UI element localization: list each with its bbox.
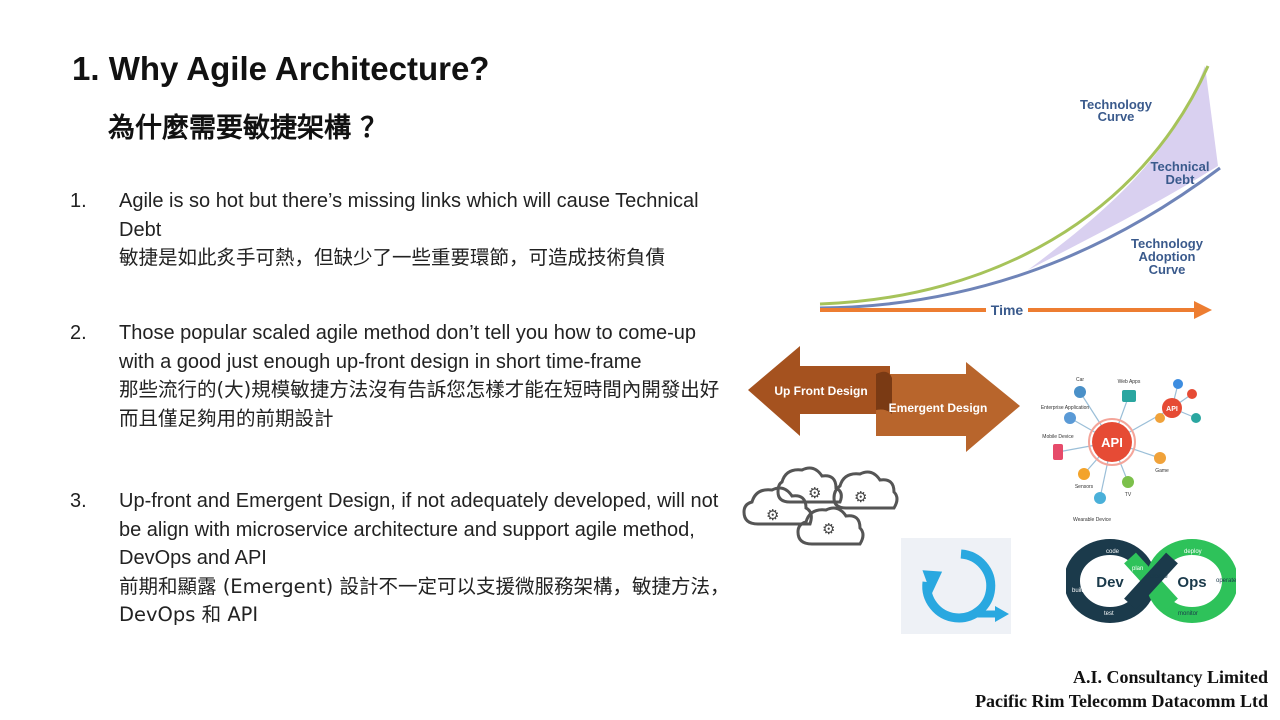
agile-cycle-icon bbox=[901, 538, 1011, 634]
item-chinese: 那些流行的(大)規模敏捷方法沒有告訴您怎樣才能在短時間內開發出好而且僅足夠用的前… bbox=[119, 378, 720, 430]
api-node-label: Sensors bbox=[1075, 484, 1094, 490]
devops-word: release bbox=[1148, 574, 1168, 580]
emergent-arrow bbox=[876, 362, 1020, 452]
gear-icon: ⚙ bbox=[854, 489, 867, 506]
api-small-label: API bbox=[1166, 406, 1178, 413]
devops-word: operate bbox=[1216, 578, 1236, 584]
devops-word: test bbox=[1104, 611, 1114, 617]
api-node-label: TV bbox=[1125, 492, 1132, 498]
tech-curve-label: Curve bbox=[1098, 109, 1135, 124]
api-node-label: Mobile Device bbox=[1042, 434, 1074, 440]
tech-curve-label: Technology bbox=[1080, 97, 1153, 112]
cloud-gears-graphic: ⚙ ⚙ ⚙ ⚙ bbox=[742, 466, 899, 546]
time-axis-arrowhead bbox=[1194, 301, 1212, 319]
item-chinese: 敏捷是如此炙手可熱，但缺少了一些重要環節，可造成技術負債 bbox=[119, 246, 666, 269]
adoption-label: Technology bbox=[1131, 236, 1204, 251]
api-node-label: Game bbox=[1155, 468, 1169, 474]
api-node-label: Enterprise Application bbox=[1041, 405, 1090, 411]
technology-curve-diagram: Time Technology Curve Technical Debt Tec… bbox=[819, 65, 1221, 319]
item-english: Those popular scaled agile method don’t … bbox=[119, 322, 697, 373]
cloud-icon bbox=[832, 470, 899, 510]
devops-word: code bbox=[1106, 549, 1120, 555]
api-center-label: API bbox=[1101, 435, 1123, 450]
emergent-label: Emergent Design bbox=[889, 401, 988, 415]
up-front-arrow bbox=[748, 346, 890, 436]
footer-company-1: A.I. Consultancy Limited bbox=[1072, 667, 1268, 687]
up-front-label: Up Front Design bbox=[774, 384, 867, 398]
gear-icon: ⚙ bbox=[766, 507, 779, 524]
item-english: Up-front and Emergent Design, if not ade… bbox=[119, 490, 719, 569]
design-arrows-graphic: Up Front Design Emergent Design bbox=[748, 346, 1020, 452]
slide-subtitle: 為什麼需要敏捷架構 ？ bbox=[108, 113, 388, 144]
devops-word: deploy bbox=[1184, 549, 1202, 555]
item-number: 3. bbox=[70, 490, 87, 512]
gear-icon: ⚙ bbox=[808, 485, 821, 502]
devops-ops-label: Ops bbox=[1177, 574, 1206, 591]
item-english: Agile is so hot but there’s missing link… bbox=[119, 190, 699, 241]
devops-word: monitor bbox=[1178, 611, 1198, 617]
adoption-curve-line bbox=[819, 166, 1221, 310]
item-number: 2. bbox=[70, 322, 87, 344]
devops-logo: Dev Ops code plan release deploy build t… bbox=[1066, 539, 1236, 623]
gear-icon: ⚙ bbox=[822, 521, 835, 538]
cloud-icon bbox=[742, 486, 813, 526]
item-number: 1. bbox=[70, 190, 87, 212]
devops-word: plan bbox=[1132, 566, 1143, 572]
api-node-label: Car bbox=[1076, 377, 1084, 383]
list-item: 2. Those popular scaled agile method don… bbox=[70, 319, 730, 433]
list-item: 1. Agile is so hot but there’s missing l… bbox=[70, 187, 730, 273]
item-chinese: 前期和顯露 (Emergent) 設計不一定可以支援微服務架構，敏捷方法， De… bbox=[119, 574, 730, 627]
debt-label: Debt bbox=[1166, 172, 1196, 187]
adoption-label: Curve bbox=[1149, 262, 1186, 277]
list-item: 3. Up-front and Emergent Design, if not … bbox=[70, 487, 730, 630]
cloud-icon bbox=[796, 506, 865, 546]
slide-title: 1. Why Agile Architecture? bbox=[72, 50, 490, 87]
adoption-label: Adoption bbox=[1138, 249, 1195, 264]
api-node-label: Web Apps bbox=[1118, 379, 1141, 385]
debt-label: Technical bbox=[1150, 159, 1209, 174]
footer-company-2: Pacific Rim Telecomm Datacomm Ltd bbox=[975, 691, 1268, 711]
api-hub-diagram: API API Car Web Apps Enterprise Applicat… bbox=[1041, 377, 1201, 523]
api-node-label: Wearable Device bbox=[1073, 517, 1111, 523]
devops-word: build bbox=[1072, 588, 1085, 594]
devops-dev-label: Dev bbox=[1096, 574, 1124, 591]
technology-curve-line bbox=[819, 65, 1210, 306]
time-label: Time bbox=[991, 302, 1024, 318]
